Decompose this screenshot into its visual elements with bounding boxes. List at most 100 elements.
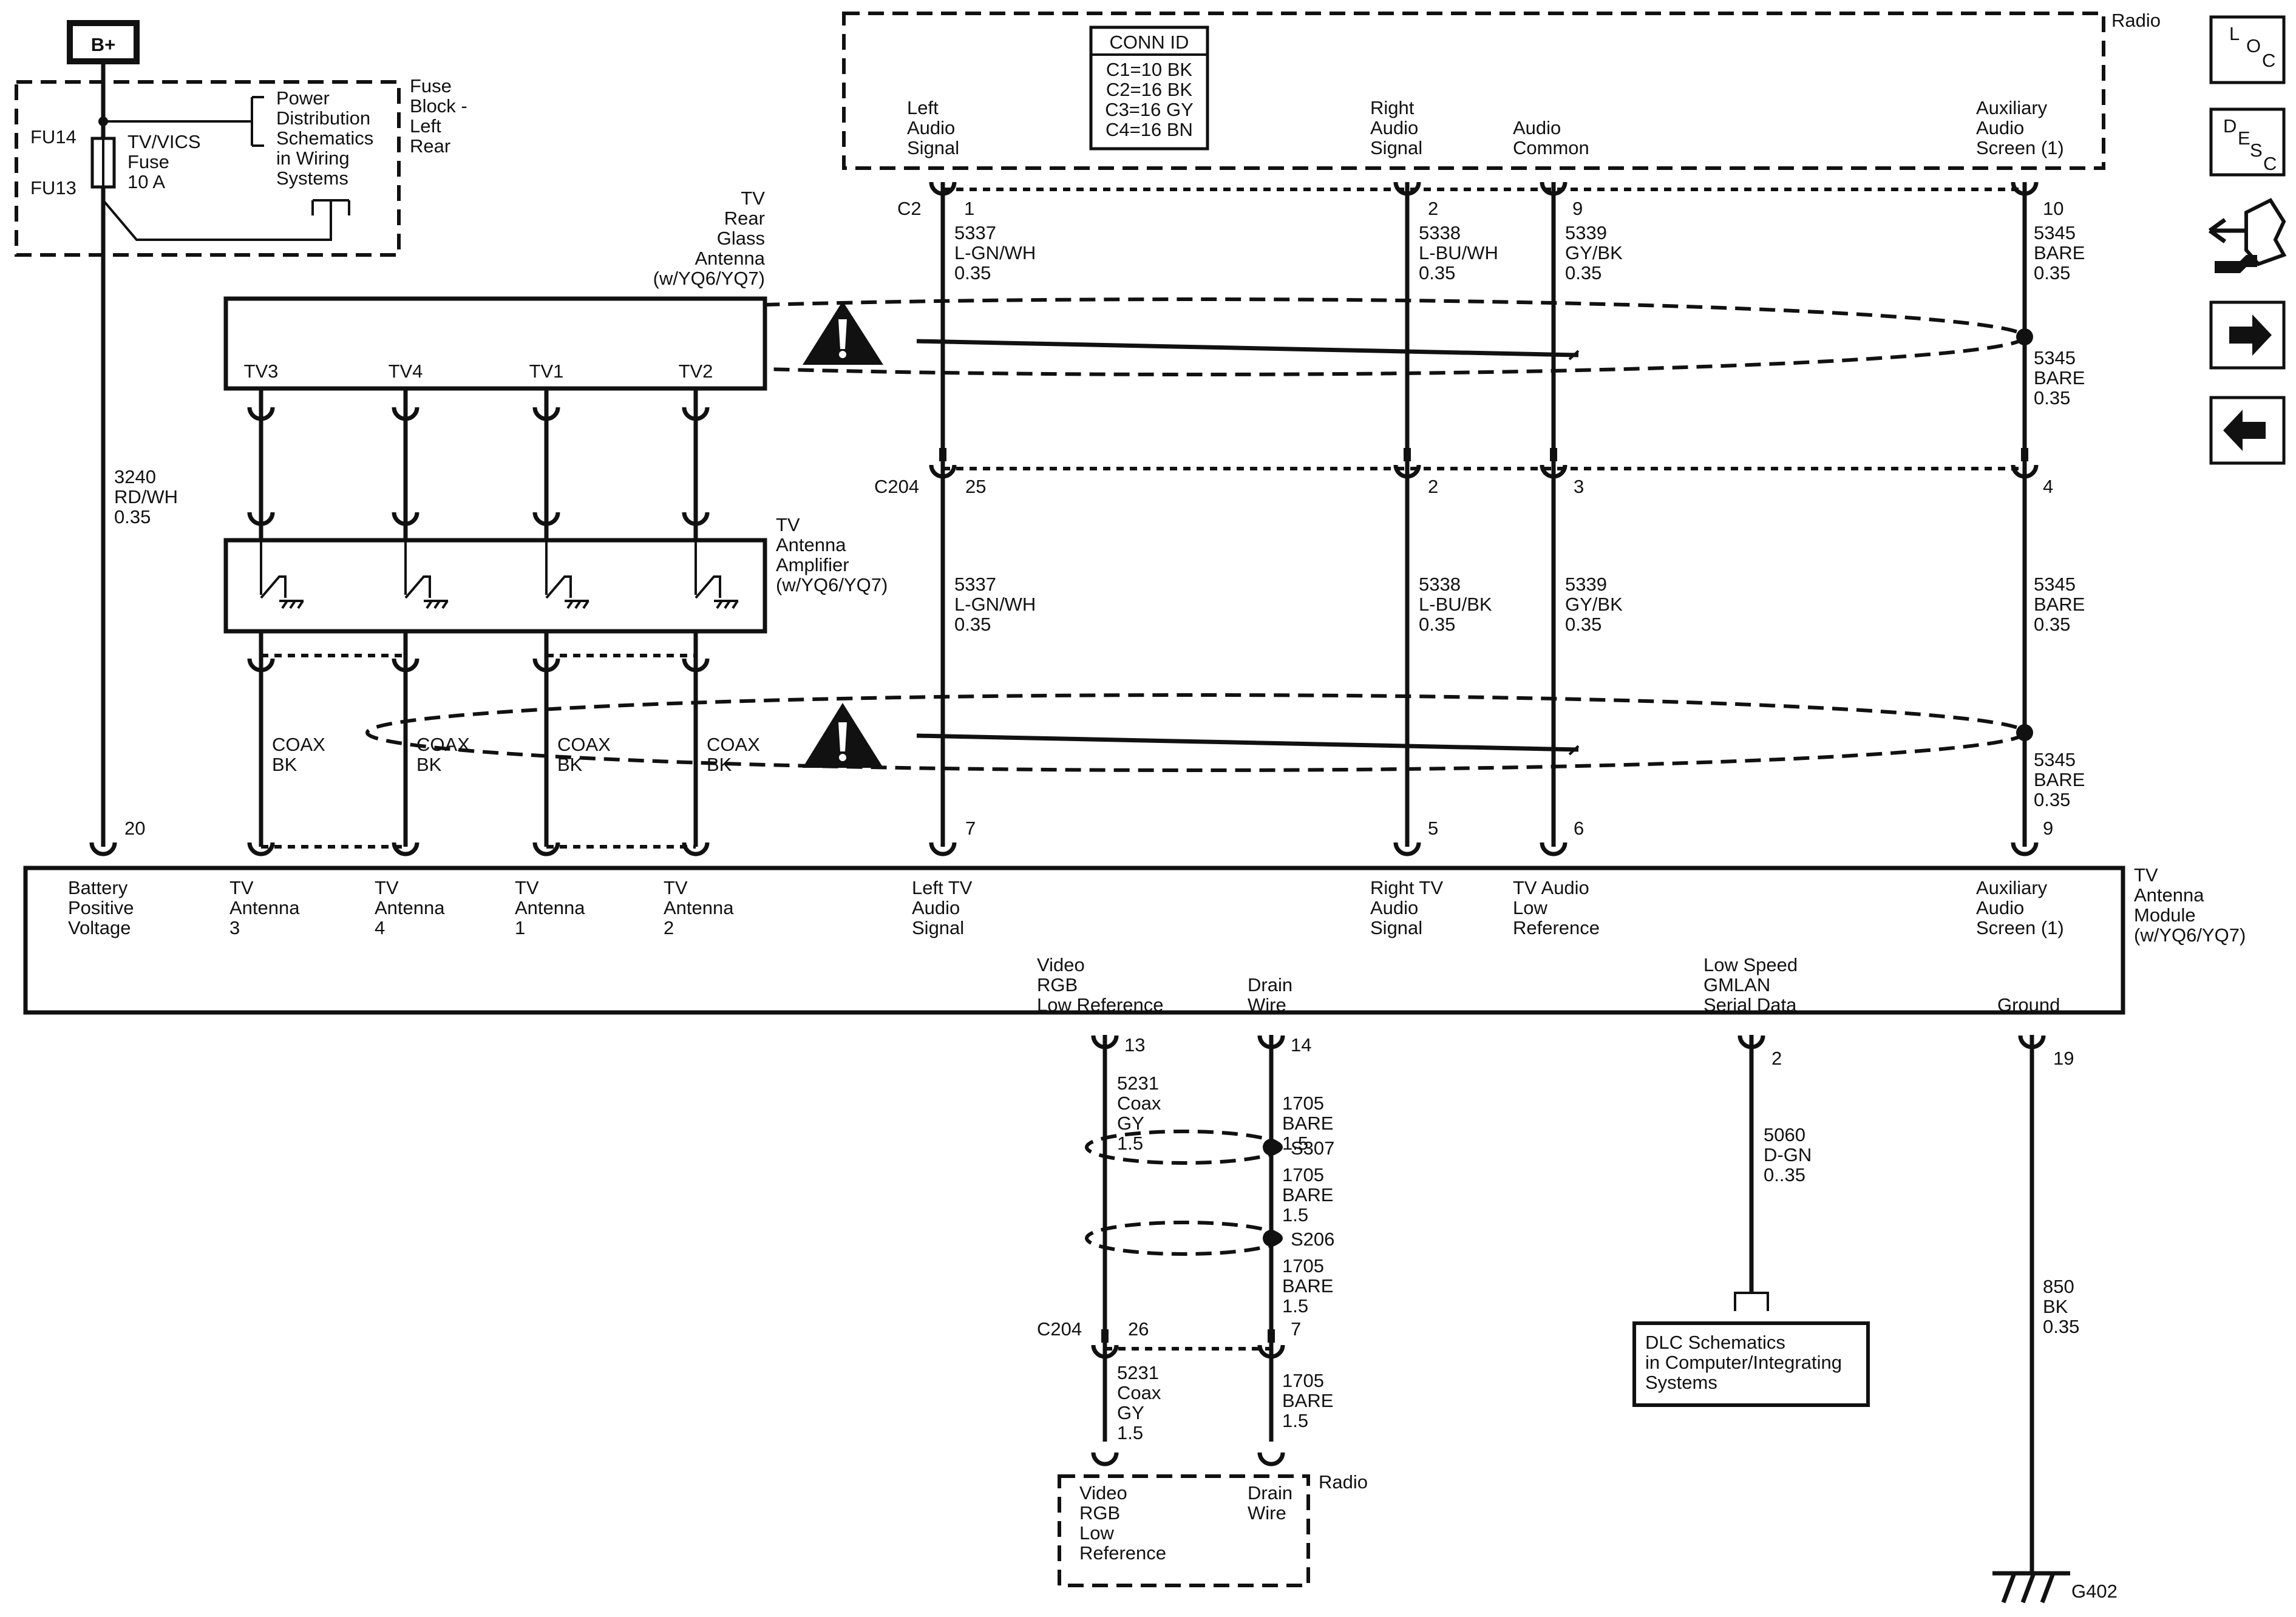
svg-text:Audio: Audio: [1976, 897, 2024, 918]
loc-button[interactable]: L O C: [2209, 15, 2286, 84]
fuse-block-title: Fuse Block - Left Rear: [410, 75, 467, 157]
c204-bottom-connector: [1093, 1329, 1283, 1357]
module-pin-5-label: 5: [1428, 818, 1438, 839]
c2-pin-10: 10: [2043, 198, 2063, 219]
svg-text:1.5: 1.5: [1282, 1133, 1308, 1154]
svg-text:Auxiliary: Auxiliary: [1976, 877, 2048, 898]
svg-text:0.35: 0.35: [2034, 387, 2070, 408]
svg-text:in Computer/Integrating: in Computer/Integrating: [1645, 1352, 1842, 1373]
radio-top-label: Radio: [2111, 10, 2161, 31]
svg-text:5345: 5345: [2034, 574, 2076, 595]
battery-wire-label: 3240 RD/WH 0.35: [114, 466, 178, 527]
svg-text:5337: 5337: [954, 574, 996, 595]
lower-drain-line: [916, 733, 1579, 752]
antenna-amplifier-title: TV Antenna Amplifier (w/YQ6/YQ7): [776, 514, 888, 595]
svg-text:TV: TV: [375, 877, 399, 898]
svg-text:Fuse: Fuse: [127, 151, 169, 172]
svg-text:Low Reference: Low Reference: [1037, 994, 1164, 1015]
svg-text:GMLAN: GMLAN: [1703, 974, 1770, 995]
connector-repair-icon[interactable]: [2208, 198, 2287, 273]
svg-text:Audio: Audio: [1370, 897, 1418, 918]
svg-text:5231: 5231: [1117, 1362, 1159, 1383]
upper-shield-wire-label: 5345 BARE 0.35: [2034, 347, 2085, 408]
svg-text:COAX: COAX: [416, 734, 470, 755]
svg-text:1.5: 1.5: [1117, 1422, 1143, 1443]
svg-text:1705: 1705: [1282, 1164, 1324, 1185]
svg-text:0..35: 0..35: [1764, 1164, 1805, 1185]
svg-text:L-BU/WH: L-BU/WH: [1419, 242, 1498, 263]
previous-arrow-icon[interactable]: [2209, 396, 2286, 465]
svg-text:D-GN: D-GN: [1764, 1144, 1812, 1165]
svg-text:TV: TV: [741, 188, 765, 209]
wire-5345-mid-label: 5345 BARE 0.35: [2034, 574, 2085, 635]
fu14-label: FU14: [30, 126, 76, 147]
c204-pin-4: 4: [2043, 476, 2053, 497]
svg-text:TV/VICS: TV/VICS: [127, 131, 201, 152]
svg-text:0.35: 0.35: [1419, 614, 1455, 635]
svg-text:Coax: Coax: [1117, 1093, 1161, 1114]
desc-button[interactable]: D E S C: [2209, 107, 2286, 177]
amplifier-switch-symbols: [260, 540, 739, 609]
svg-text:0.35: 0.35: [2034, 789, 2070, 810]
module-pin-9-label: 9: [2043, 818, 2053, 839]
svg-text:5345: 5345: [2034, 749, 2076, 770]
svg-text:COAX: COAX: [707, 734, 760, 755]
svg-text:RGB: RGB: [1079, 1502, 1120, 1524]
svg-text:Audio: Audio: [1976, 117, 2024, 138]
svg-text:Schematics: Schematics: [276, 127, 373, 149]
c204-bottom-pin-26: 26: [1128, 1318, 1149, 1340]
svg-text:C4=16 BN: C4=16 BN: [1106, 119, 1193, 140]
svg-text:2: 2: [664, 917, 674, 938]
svg-text:Left: Left: [907, 97, 939, 118]
svg-text:C: C: [2263, 153, 2277, 174]
wire-5337-mid-label: 5337 L-GN/WH 0.35: [954, 574, 1036, 635]
next-arrow-icon[interactable]: [2209, 300, 2286, 370]
fuse-label: TV/VICS Fuse 10 A: [127, 131, 201, 192]
svg-text:S: S: [2250, 140, 2263, 161]
wire-5337-upper-label: 5337 L-GN/WH 0.35: [954, 222, 1036, 283]
svg-text:C: C: [2262, 50, 2275, 71]
svg-text:TV2: TV2: [679, 361, 713, 382]
svg-text:5345: 5345: [2034, 347, 2076, 368]
svg-text:5231: 5231: [1117, 1073, 1159, 1094]
svg-text:TV4: TV4: [389, 361, 423, 382]
svg-text:Rear: Rear: [410, 135, 450, 157]
video-shield-2: [1085, 1221, 1283, 1256]
drain-wire-label-2: 1705 BARE 1.5: [1282, 1164, 1333, 1225]
svg-text:Auxiliary: Auxiliary: [1976, 97, 2048, 118]
svg-text:COAX: COAX: [557, 734, 611, 755]
svg-text:BARE: BARE: [2034, 242, 2085, 263]
svg-text:(w/YQ6/YQ7): (w/YQ6/YQ7): [2134, 924, 2246, 946]
svg-text:TV: TV: [229, 877, 254, 898]
module-pin-6-label: 6: [1574, 818, 1584, 839]
module-pin-20-label: 20: [124, 818, 145, 839]
svg-text:5338: 5338: [1419, 574, 1461, 595]
svg-text:Signal: Signal: [1370, 917, 1422, 938]
radio-bottom-drain-pin: [1260, 1453, 1283, 1464]
svg-text:1.5: 1.5: [1117, 1133, 1143, 1154]
svg-text:Drain: Drain: [1248, 1482, 1292, 1503]
lower-twisted-pair-shield: [365, 693, 2026, 772]
svg-text:0.35: 0.35: [954, 614, 991, 635]
svg-text:BK: BK: [707, 754, 732, 775]
svg-text:O: O: [2246, 35, 2261, 56]
svg-text:TV3: TV3: [244, 361, 279, 382]
video-wire-lower-label: 5231 Coax GY 1.5: [1117, 1362, 1161, 1443]
lower-shield-wire-label: 5345 BARE 0.35: [2034, 749, 2085, 810]
radio-bottom-video-label: Video RGB Low Reference: [1079, 1482, 1166, 1564]
svg-text:Reference: Reference: [1513, 917, 1600, 938]
warning-icon: [803, 301, 883, 365]
antenna-amplifier-box: [223, 538, 767, 634]
svg-text:Wire: Wire: [1248, 1502, 1286, 1524]
video-wire-label: 5231 Coax GY 1.5: [1117, 1073, 1161, 1154]
module-pin-13-label: 13: [1124, 1034, 1145, 1056]
svg-text:BARE: BARE: [2034, 769, 2085, 790]
svg-text:GY: GY: [1117, 1402, 1144, 1423]
svg-text:0.35: 0.35: [1565, 262, 1601, 283]
svg-text:BK: BK: [272, 754, 297, 775]
svg-text:Antenna: Antenna: [695, 248, 766, 269]
svg-text:0.35: 0.35: [1419, 262, 1455, 283]
video-shield-1: [1085, 1130, 1283, 1165]
svg-text:TV Audio: TV Audio: [1513, 877, 1589, 898]
